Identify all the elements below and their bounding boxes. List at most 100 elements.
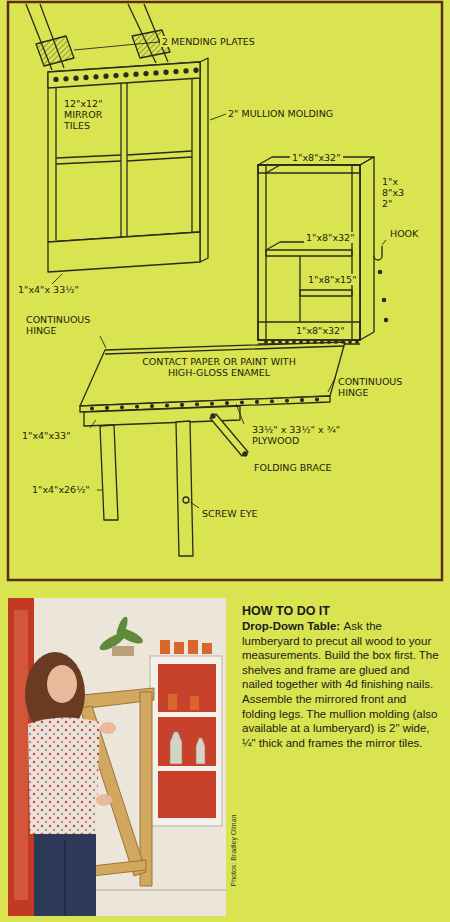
shelf-box — [258, 165, 360, 340]
table-top — [307, 341, 309, 343]
photo — [158, 664, 216, 818]
table-top — [265, 341, 267, 343]
leader-line — [52, 42, 386, 508]
mirror-panel — [54, 68, 198, 81]
photo — [100, 722, 116, 734]
mirror-panel — [127, 151, 192, 155]
photo — [140, 692, 152, 886]
mirror-panel — [127, 157, 192, 161]
mirror-panel — [164, 70, 168, 74]
shelf-box — [352, 165, 360, 340]
table-top — [256, 401, 259, 404]
photo — [160, 640, 212, 710]
shelf-box — [299, 256, 300, 322]
part-label: CONTINUOUS HINGE — [336, 376, 418, 398]
table-top — [136, 405, 139, 408]
mirror-panel — [104, 74, 108, 78]
dimension-label: 1"x8"x32" — [290, 152, 343, 163]
table-top — [286, 341, 288, 343]
dimension-label: 33½" x 33½" x ¾" PLYWOOD — [250, 424, 364, 446]
table-top — [272, 341, 274, 343]
photo — [28, 717, 100, 834]
leg-frame — [100, 425, 118, 520]
mirror-panel — [56, 161, 121, 164]
mirror-panel — [84, 76, 88, 80]
shelf-box — [258, 165, 266, 340]
instructions-text: Drop-Down Table:Ask the lumberyard to pr… — [242, 619, 442, 750]
mirror-panel — [194, 68, 198, 72]
mirror-panel — [144, 72, 148, 76]
photo — [170, 732, 205, 764]
mirror-panel — [154, 71, 158, 75]
mirror-panel — [124, 73, 128, 77]
photo — [188, 640, 198, 654]
part-label: SCREW EYE — [200, 508, 260, 519]
photo — [158, 766, 216, 771]
leader-line — [74, 42, 158, 50]
part-label: 12"x12" MIRROR TILES — [62, 98, 120, 131]
folding-brace — [211, 414, 215, 418]
mirror-panel — [94, 75, 98, 79]
photo-credit: Photos: Bradley Olman — [230, 813, 237, 887]
shelf-box — [374, 246, 382, 260]
photo — [34, 834, 96, 916]
leader-line — [328, 376, 336, 392]
photo — [47, 665, 77, 703]
shelf-box — [382, 298, 385, 301]
leader-line — [100, 336, 106, 348]
part-label: HOOK — [388, 228, 420, 239]
shelf-box — [258, 322, 360, 340]
mirror-panel — [48, 62, 200, 88]
table-top — [300, 341, 302, 343]
table-top — [121, 406, 124, 409]
leg-frame — [176, 421, 193, 556]
dimension-label: 1"x4"x26½" — [30, 484, 92, 495]
leader-line — [90, 420, 96, 428]
photo — [160, 640, 170, 654]
part-label: FOLDING BRACE — [252, 462, 334, 473]
mending-plate — [36, 36, 74, 66]
shelf-box — [258, 157, 388, 344]
mirror-panel — [126, 83, 127, 237]
photo — [150, 656, 222, 826]
mirror-panel — [200, 58, 208, 262]
body-text: Ask the lumberyard to precut all wood to… — [242, 620, 439, 749]
dimension-label: 1"x8"x32" — [294, 325, 347, 336]
leader-line — [52, 274, 62, 284]
mending-plate — [26, 4, 170, 70]
section-heading: HOW TO DO IT — [242, 604, 330, 618]
photo — [114, 615, 130, 640]
shelf-box — [266, 250, 352, 256]
dimension-label: 1"x8"x15" — [306, 274, 359, 285]
table-top — [293, 341, 295, 343]
mirror-panel — [54, 77, 58, 81]
table-top — [356, 341, 358, 343]
dimension-label: 1"x8"x32" — [304, 232, 357, 243]
table-top — [91, 407, 94, 410]
photo — [168, 694, 177, 710]
table-top — [316, 398, 319, 401]
table-top — [196, 403, 199, 406]
table-top — [301, 399, 304, 402]
folding-brace — [243, 452, 247, 456]
photo — [14, 610, 28, 900]
table-top — [151, 405, 154, 408]
mirror-panel — [134, 72, 138, 76]
line-drawing — [26, 4, 388, 556]
table-top — [279, 341, 281, 343]
mirror-panel — [114, 74, 118, 78]
photo — [64, 840, 66, 916]
mirror-panel — [48, 58, 208, 272]
table-top — [91, 341, 359, 410]
dimension-label: 1"x8"x32" — [380, 176, 416, 209]
photo — [196, 738, 205, 764]
shelf-box — [384, 318, 387, 321]
shelf-box — [360, 157, 374, 340]
dimension-label: 1"x4"x33" — [20, 430, 73, 441]
part-label: CONTINUOUS HINGE — [24, 314, 106, 336]
leader-line — [382, 240, 386, 245]
photo — [158, 712, 216, 717]
table-top — [314, 341, 316, 343]
drawing-frame — [8, 2, 442, 580]
shelf-box — [300, 290, 352, 296]
